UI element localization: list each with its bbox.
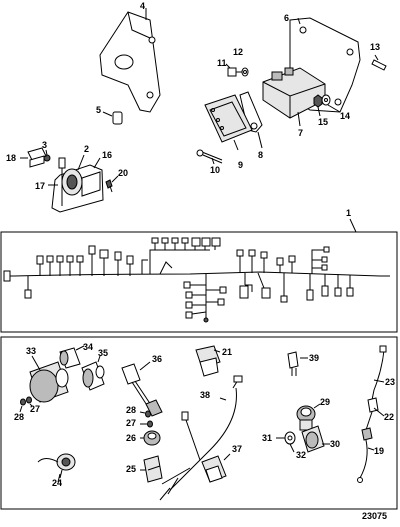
switch-assembly-part (48, 154, 104, 213)
callout-3: 3 (42, 140, 47, 150)
screw-part (102, 111, 123, 125)
callout-23: 23 (385, 377, 395, 387)
oil-pressure-switch-part (296, 403, 321, 431)
callout-9: 9 (238, 160, 243, 170)
callout-31: 31 (262, 433, 272, 443)
callout-36: 36 (152, 354, 162, 364)
mounting-bracket-part (99, 8, 161, 113)
callout-16: 16 (102, 150, 112, 160)
callout-27-b: 27 (126, 418, 136, 428)
callout-22: 22 (384, 412, 394, 422)
callout-27: 27 (30, 404, 40, 414)
callout-21: 21 (222, 347, 232, 357)
callout-4: 4 (140, 1, 145, 11)
callout-29: 29 (320, 397, 330, 407)
callout-10: 10 (210, 165, 220, 175)
callout-12: 12 (233, 47, 243, 57)
callout-37: 37 (232, 444, 242, 454)
callout-14: 14 (340, 111, 350, 121)
callout-2: 2 (84, 144, 89, 154)
callout-20: 20 (118, 168, 128, 178)
washer-and-nut-part (313, 94, 341, 117)
callout-33: 33 (26, 346, 36, 356)
callout-28: 28 (14, 412, 24, 422)
elbow-fitting-part (276, 431, 296, 453)
sender-with-lead-part (37, 453, 76, 483)
hex-fitting-part (140, 455, 163, 483)
washer-pair-left (19, 396, 33, 413)
callout-6: 6 (284, 13, 289, 23)
callout-8: 8 (258, 150, 263, 160)
callout-18: 18 (6, 153, 16, 163)
screw-and-washer-part (225, 63, 249, 77)
harness-frame (0, 231, 398, 333)
sender-part (29, 355, 69, 403)
callout-24: 24 (52, 478, 62, 488)
fitting-part (59, 345, 85, 369)
long-bolt-part (196, 149, 223, 165)
callout-35: 35 (98, 348, 108, 358)
drawing-number: 23075 (362, 511, 387, 521)
callout-26: 26 (126, 433, 136, 443)
screw-part-20 (105, 175, 119, 193)
wiring-harness-part (3, 237, 390, 323)
callout-1: 1 (346, 208, 351, 218)
callout-38: 38 (200, 390, 210, 400)
electronic-module-part (204, 94, 253, 151)
fuse-part (287, 351, 308, 376)
callout-11: 11 (217, 58, 227, 68)
pressure-switch-part (140, 430, 161, 446)
callout-7: 7 (298, 128, 303, 138)
sensor-parts-frame (0, 336, 398, 510)
callout-15: 15 (318, 117, 328, 127)
callout-39: 39 (309, 353, 319, 363)
adapter-part (81, 355, 105, 391)
callout-28-b: 28 (126, 405, 136, 415)
callout-25: 25 (126, 464, 136, 474)
callout-5: 5 (96, 105, 101, 115)
callout-30: 30 (330, 439, 340, 449)
callout-32: 32 (296, 450, 306, 460)
callout-17: 17 (35, 181, 45, 191)
washer-pair-right (139, 410, 153, 428)
pin-part (371, 54, 387, 71)
sensor-part-30 (301, 425, 330, 453)
callout-19: 19 (374, 446, 384, 456)
sub-harness-part (159, 375, 243, 501)
control-module-part (262, 67, 326, 127)
callout-34: 34 (83, 342, 93, 352)
sender-long-lead-part (357, 345, 387, 483)
relay-connector-part (195, 345, 221, 377)
plug-connector-part (201, 453, 231, 483)
knob-part (20, 147, 47, 168)
callout-13: 13 (370, 42, 380, 52)
